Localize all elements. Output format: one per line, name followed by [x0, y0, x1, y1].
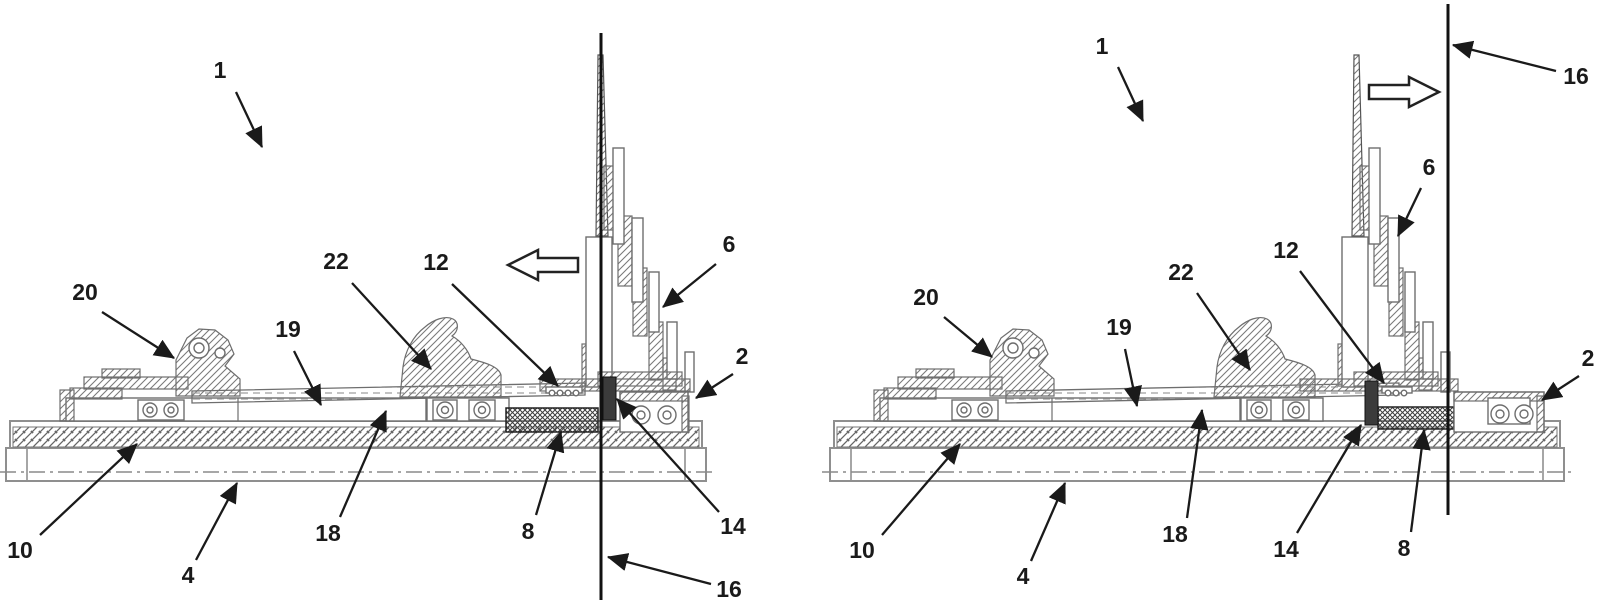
- leader-10: [39, 443, 138, 536]
- leader-19: [292, 350, 323, 407]
- part-label-6: 6: [1423, 154, 1436, 180]
- figure-left: 1 20 22 12 6 19 2 10 4 18 8 14 16: [0, 33, 748, 601]
- stop-element: [602, 376, 617, 421]
- leader-20: [943, 316, 993, 358]
- stop-element: [1364, 380, 1379, 426]
- leader-10: [881, 443, 961, 536]
- part-label-20: 20: [72, 279, 98, 305]
- leader-2: [1541, 375, 1580, 401]
- leader-2: [695, 373, 734, 399]
- leader-8: [534, 430, 565, 516]
- part-label-16: 16: [716, 576, 742, 601]
- part-label-1: 1: [214, 57, 227, 83]
- part-label-2: 2: [1582, 345, 1595, 371]
- leader-16: [606, 553, 712, 586]
- leader-18: [338, 409, 388, 518]
- leader-6: [662, 263, 717, 308]
- part-label-14: 14: [720, 513, 746, 539]
- leader-20: [101, 311, 175, 359]
- leader-6: [1396, 187, 1423, 238]
- part-label-12: 12: [423, 249, 449, 275]
- annotation-layer-right: 1 16 6 12 22 20 19 2 10 4 18 14 8: [849, 4, 1594, 589]
- part-label-18: 18: [1162, 521, 1188, 547]
- leader-16: [1451, 40, 1557, 73]
- leader-4: [1029, 481, 1067, 562]
- leader-14: [1296, 424, 1362, 534]
- friction-block: [505, 407, 599, 433]
- part-label-14: 14: [1273, 536, 1299, 562]
- part-label-20: 20: [913, 284, 939, 310]
- part-label-19: 19: [1106, 314, 1132, 340]
- part-label-4: 4: [1017, 563, 1030, 589]
- leader-8: [1409, 428, 1431, 533]
- motion-arrow-right-icon: [1367, 74, 1442, 110]
- part-label-12: 12: [1273, 237, 1299, 263]
- part-label-8: 8: [1398, 535, 1411, 561]
- part-label-1: 1: [1096, 33, 1109, 59]
- leader-19: [1123, 348, 1142, 408]
- leader-14: [616, 398, 720, 513]
- part-label-22: 22: [1168, 259, 1194, 285]
- leader-1: [234, 91, 264, 149]
- leader-18: [1185, 408, 1209, 519]
- annotation-layer-left: 1 20 22 12 6 19 2 10 4 18 8 14 16: [7, 33, 748, 601]
- part-label-18: 18: [315, 520, 341, 546]
- part-label-10: 10: [7, 537, 33, 563]
- part-label-4: 4: [182, 562, 195, 588]
- part-label-19: 19: [275, 316, 301, 342]
- part-label-2: 2: [736, 343, 749, 369]
- part-label-22: 22: [323, 248, 349, 274]
- leader-22: [351, 282, 432, 370]
- part-label-10: 10: [849, 537, 875, 563]
- leader-12: [451, 283, 559, 387]
- leader-12: [1299, 270, 1385, 384]
- part-label-6: 6: [723, 231, 736, 257]
- friction-block: [1377, 406, 1455, 430]
- part-label-8: 8: [522, 518, 535, 544]
- figure-right: 1 16 6 12 22 20 19 2 10 4 18 14 8: [822, 4, 1594, 589]
- leader-22: [1196, 292, 1251, 371]
- motion-arrow-left-icon: [505, 247, 580, 283]
- leader-1: [1116, 66, 1145, 123]
- part-label-16: 16: [1563, 63, 1589, 89]
- leader-4: [194, 481, 239, 561]
